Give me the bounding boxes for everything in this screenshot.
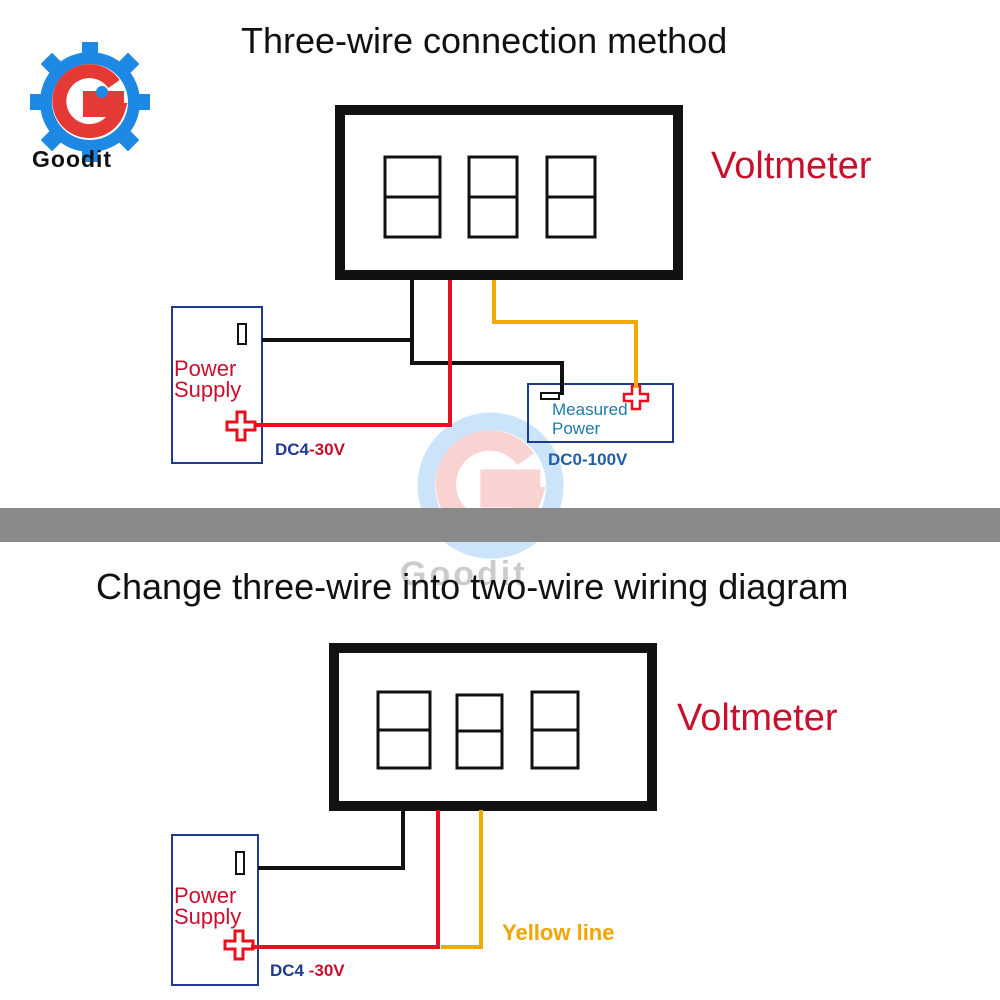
goodit-logo [30,42,150,162]
seven-segment-display-1 [383,155,597,239]
section-divider [0,508,1000,542]
measured-line2: Power [552,419,601,438]
g-letter-icon [52,64,128,139]
section1-title: Three-wire connection method [241,20,728,61]
power-supply-label-1: Power Supply [174,356,242,402]
power-supply-line2: Supply [174,377,242,402]
yellow-line-label: Yellow line [502,920,615,945]
power-supply-2 [171,834,259,986]
watermark-text: Goodit [400,555,528,593]
voltage-suffix: -30V [304,961,345,980]
measured-line1: Measured [552,400,628,419]
power-supply-line2: Supply [174,904,242,929]
plus-terminal-icon [223,929,255,961]
brand-name: Goodit [32,146,113,172]
measured-plus-icon [622,384,650,411]
supply-voltage-2: DC4 -30V [270,961,345,981]
plus-terminal-icon [225,410,257,442]
power-supply-label-2: Power Supply [174,883,242,929]
supply-voltage-1: DC4-30V [275,440,345,460]
voltage-prefix: DC4 [275,440,310,459]
measured-voltage: DC0-100V [548,450,628,469]
measured-power-box [527,383,674,443]
voltmeter-2 [329,643,657,811]
voltmeter-label-1: Voltmeter [711,145,872,187]
power-supply-line1: Power [174,883,237,908]
voltmeter-label-2: Voltmeter [677,697,838,739]
voltage-suffix: -30V [309,440,345,459]
power-supply-1 [171,306,263,464]
voltage-prefix: DC4 [270,961,305,980]
measured-power-label: Measured Power [552,400,628,438]
wires-2 [251,810,483,949]
wires-1 [255,280,638,427]
negative-terminal [237,323,247,345]
voltmeter-1 [335,105,683,280]
seven-segment-display-2 [376,690,580,770]
power-supply-line1: Power [174,356,237,381]
section2-title: Change three-wire into two-wire wiring d… [96,566,849,607]
